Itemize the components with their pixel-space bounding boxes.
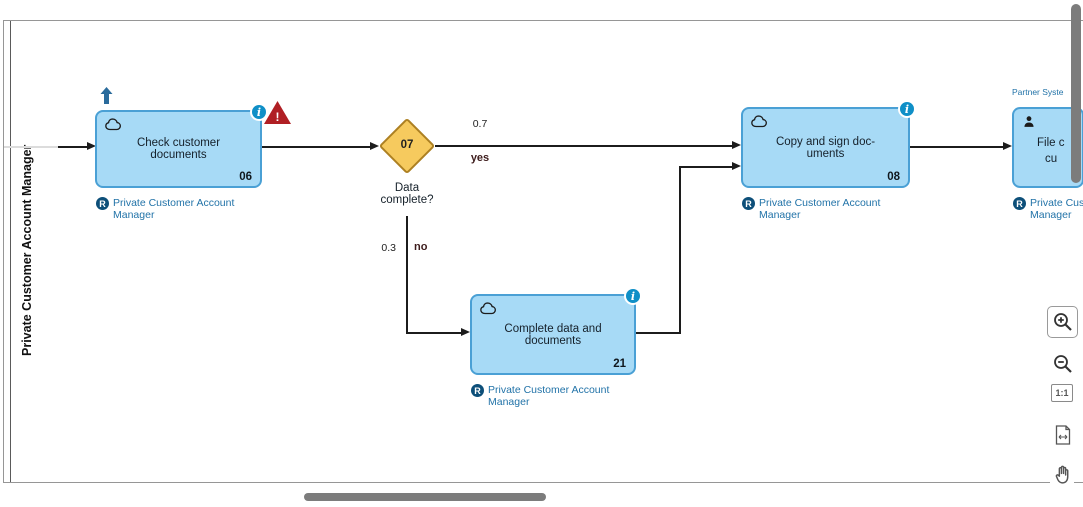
flow-21-out: [636, 332, 681, 334]
zoom-in-icon: [1053, 313, 1072, 331]
task-file-role: R Private Customer Account Manager: [1013, 197, 1083, 221]
info-icon[interactable]: i: [250, 103, 268, 121]
role-badge-icon: R: [96, 197, 109, 210]
gateway-question: Data complete?: [380, 182, 434, 206]
cloud-icon: [750, 114, 772, 134]
zoom-out-icon: [1054, 355, 1072, 373]
zoom-in-button[interactable]: [1047, 306, 1078, 338]
flow-08-to-file: [910, 146, 1003, 148]
probability-no: 0.3: [381, 242, 396, 254]
cloud-icon: [479, 301, 501, 321]
cloud-icon: [104, 117, 126, 137]
task-06-role: R Private Customer Account Manager: [96, 197, 266, 221]
flow-21-up: [679, 166, 681, 334]
task-number: 06: [239, 171, 252, 183]
arrowhead-task-08-lower: [732, 162, 741, 170]
flow-into-task-06: [58, 146, 88, 148]
zoom-100-button[interactable]: 1:1: [1051, 384, 1073, 402]
zoom-out-button[interactable]: [1050, 351, 1076, 377]
task-number: 08: [887, 171, 900, 183]
partner-system-label: Partner Syste: [1012, 87, 1064, 97]
parent-process-arrow-icon: [100, 87, 113, 110]
pan-button[interactable]: [1050, 461, 1074, 487]
flow-no-vertical: [406, 216, 408, 333]
flow-yes-gateway-to-08: [435, 145, 732, 147]
role-badge-icon: R: [1013, 197, 1026, 210]
one-to-one-icon: 1:1: [1055, 388, 1069, 398]
task-label-line1: File c: [1037, 137, 1065, 149]
role-badge-icon: R: [471, 384, 484, 397]
task-number: 21: [613, 358, 626, 370]
lane-label: Private Customer Account Manager: [20, 144, 34, 356]
info-icon[interactable]: i: [898, 100, 916, 118]
task-check-customer-documents[interactable]: i Check customer documents 06: [95, 103, 268, 188]
diagram-canvas[interactable]: [3, 20, 1083, 483]
hand-icon: [1055, 465, 1068, 484]
person-icon: [1022, 115, 1036, 134]
flow-06-to-gateway: [262, 146, 371, 148]
label-yes: yes: [470, 152, 490, 164]
incoming-flow-faint: [4, 146, 59, 148]
arrowhead-file-task: [1003, 142, 1012, 150]
task-label: Copy and sign doc- uments: [775, 135, 876, 160]
task-label-line2: cu: [1045, 153, 1058, 165]
flow-no-horizontal: [406, 332, 462, 334]
arrowhead-task-08-yes: [732, 141, 741, 149]
task-08-role: R Private Customer Account Manager: [742, 197, 912, 221]
arrowhead-task-21: [461, 328, 470, 336]
task-copy-and-sign-documents[interactable]: i Copy and sign doc- uments 08: [741, 100, 916, 188]
task-label: Check customer documents: [136, 137, 221, 161]
task-21-role: R Private Customer Account Manager: [471, 384, 641, 408]
role-badge-icon: R: [742, 197, 755, 210]
fit-to-page-button[interactable]: [1052, 423, 1074, 447]
horizontal-scrollbar-thumb[interactable]: [304, 493, 546, 501]
task-complete-data-and-documents[interactable]: i Complete data and documents 21: [470, 287, 642, 375]
info-icon[interactable]: i: [624, 287, 642, 305]
arrowhead-task-06: [87, 142, 96, 150]
flow-21-to-08: [681, 166, 732, 168]
task-label: Complete data and documents: [504, 322, 602, 347]
vertical-scrollbar-thumb[interactable]: [1071, 4, 1081, 183]
fit-to-page-icon: [1055, 425, 1071, 445]
arrowhead-gateway: [370, 142, 379, 150]
probability-yes: 0.7: [472, 118, 488, 130]
lane-border: [10, 21, 11, 482]
label-no: no: [414, 241, 428, 253]
gateway-number: 07: [400, 139, 414, 151]
